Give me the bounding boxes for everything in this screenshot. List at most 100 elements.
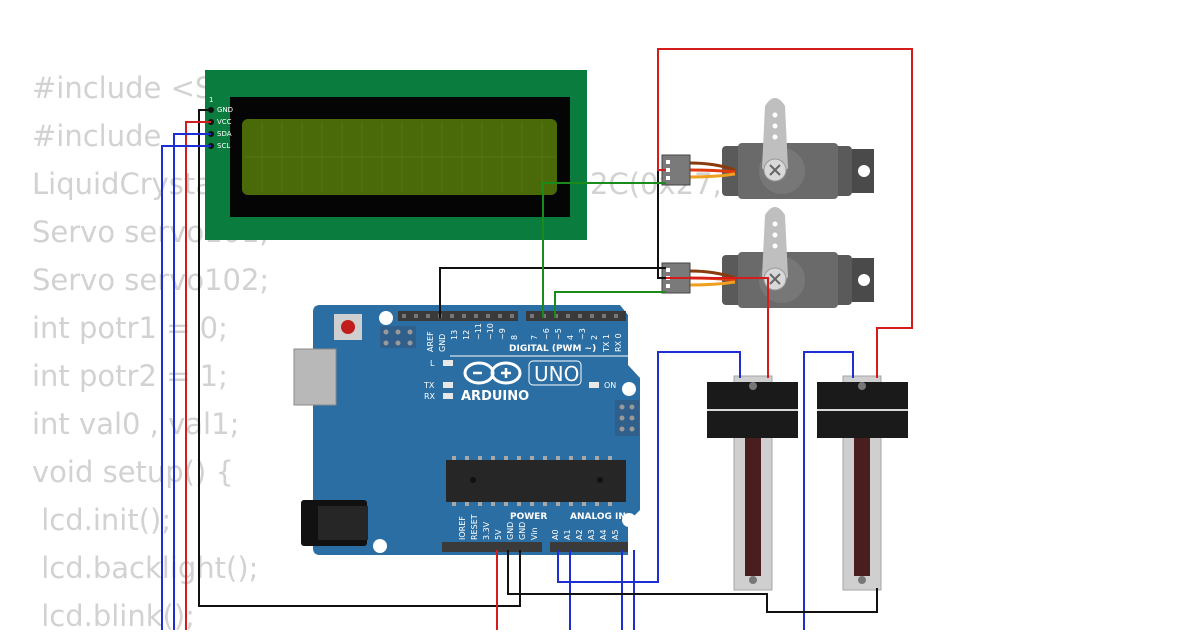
power-pin-label: Vin	[530, 527, 539, 540]
power-pin-label: 3.3V	[482, 521, 491, 540]
icsp-header	[380, 326, 416, 348]
lcd-pin-label: VCC	[217, 118, 232, 126]
led-rx	[443, 393, 453, 399]
digital-pin-labels: AREF GND 13 12 ~11 ~10 ~9 8 7 ~6 ~5 4 ~3…	[426, 323, 623, 353]
wire-a0-pot-1[interactable]	[557, 351, 741, 583]
analog-header[interactable]	[550, 542, 628, 552]
digital-pin-label: 8	[510, 335, 519, 340]
wire-vcc-pot-1[interactable]	[666, 277, 769, 378]
led-rx-label: RX	[424, 392, 436, 401]
lcd-pin-label: GND	[217, 106, 233, 114]
wire-gnd-lcd[interactable]	[198, 109, 521, 607]
power-pin-label: GND	[518, 522, 527, 540]
wire-vcc-lcd[interactable]	[185, 121, 211, 630]
mounting-hole	[622, 382, 636, 396]
digital-pin-label: GND	[438, 334, 447, 352]
screw-icon	[858, 576, 866, 584]
lcd-pin-label: SCL	[217, 142, 230, 150]
screw-icon	[858, 382, 866, 390]
analog-pin-label: A3	[587, 529, 596, 540]
digital-header-left[interactable]	[398, 311, 518, 321]
mounting-hole	[373, 539, 387, 553]
wire-a1-pot-2[interactable]	[803, 351, 854, 630]
board-logo-text: ARDUINO	[461, 389, 529, 404]
arduino-uno-board[interactable]: AREF GND 13 12 ~11 ~10 ~9 8 7 ~6 ~5 4 ~3…	[293, 305, 640, 555]
wire-signal-servo-1[interactable]	[542, 182, 666, 318]
reset-button-cap[interactable]	[341, 320, 355, 334]
power-pin-label: 5V	[494, 529, 503, 540]
wires	[161, 48, 913, 630]
led-on	[589, 382, 599, 388]
lcd-pin1-marker: 1	[209, 96, 213, 104]
power-header[interactable]	[442, 542, 542, 552]
lcd-pin-label: SDA	[217, 130, 232, 138]
digital-pin-label: 13	[450, 330, 459, 340]
led-tx-label: TX	[423, 381, 435, 390]
microcontroller-chip	[446, 460, 626, 502]
code-line: lcd.blink();	[32, 599, 195, 633]
digital-pin-label: ~3	[578, 328, 587, 340]
code-line: LiquidCrysta	[32, 167, 214, 201]
code-line: int val0 , val1;	[32, 407, 240, 441]
screw-icon	[749, 382, 757, 390]
digital-pin-label: ~5	[554, 328, 563, 340]
code-line: int potr1 = 0;	[32, 311, 228, 345]
digital-pin-label: ~11	[474, 323, 483, 340]
code-line: #include	[32, 119, 162, 153]
analog-pin-label: A5	[611, 529, 620, 540]
uno-badge	[528, 360, 582, 386]
wire-gnd-pots[interactable]	[507, 550, 878, 613]
led-l-label: L	[430, 359, 435, 368]
digital-pin-label: ~9	[498, 328, 507, 340]
led-l	[443, 360, 453, 366]
analog-pin-label: A2	[575, 529, 584, 540]
slide-potentiometer-1[interactable]	[707, 375, 798, 591]
pot-track	[745, 396, 761, 576]
pot-track	[854, 396, 870, 576]
digital-pin-label: AREF	[426, 331, 435, 352]
wire-scl-lcd[interactable]	[161, 145, 211, 630]
lcd-module[interactable]: 1 GND VCC SDA SCL	[205, 70, 587, 240]
digital-label: DIGITAL (PWM ~)	[509, 344, 596, 354]
board-model: UNO	[534, 362, 579, 386]
digital-pin-label: RX 0	[614, 333, 623, 352]
wire-vcc-pot-2[interactable]	[657, 48, 913, 378]
arduino-logo-icon	[463, 361, 522, 385]
digital-pin-label: 4	[566, 335, 575, 340]
servo-motor-1[interactable]	[661, 98, 874, 199]
wire-gnd-servo[interactable]	[439, 267, 666, 318]
power-pin-label: GND	[506, 522, 515, 540]
analog-pin-label: A1	[563, 529, 572, 540]
screw-icon	[769, 164, 781, 176]
digital-pin-label: ~6	[542, 328, 551, 340]
digital-pin-label: 7	[530, 335, 539, 340]
digital-pin-label: 12	[462, 330, 471, 340]
led-on-label: ON	[604, 381, 616, 390]
code-line: Servo servo102;	[32, 263, 270, 297]
screw-icon	[769, 273, 781, 285]
code-line: lcd.init();	[32, 503, 172, 537]
power-pin-label: RESET	[470, 514, 479, 540]
digital-pin-label: ~10	[486, 323, 495, 340]
analog-pin-label: A0	[551, 529, 560, 540]
led-tx	[443, 382, 453, 388]
usb-port	[293, 348, 337, 406]
lcd-char-grid	[245, 122, 555, 192]
screw-icon	[749, 576, 757, 584]
mounting-hole	[379, 311, 393, 325]
code-line: lcd.backlight();	[32, 551, 259, 585]
wire-gnd-servo-1[interactable]	[657, 162, 666, 279]
mounting-hole	[622, 513, 636, 527]
wire-signal-servo-2[interactable]	[554, 291, 666, 318]
analog-pin-label: A4	[599, 529, 608, 540]
slide-potentiometer-2[interactable]	[817, 375, 908, 591]
icsp-header-right	[615, 400, 639, 436]
digital-pin-label: TX 1	[602, 334, 611, 353]
power-pin-label: IOREF	[458, 516, 467, 540]
digital-header-right[interactable]	[526, 311, 626, 321]
analog-label: ANALOG IN	[570, 512, 626, 522]
code-line: void setup() {	[32, 455, 234, 489]
wire-sda-lcd[interactable]	[173, 133, 211, 630]
digital-pin-label: 2	[590, 335, 599, 340]
